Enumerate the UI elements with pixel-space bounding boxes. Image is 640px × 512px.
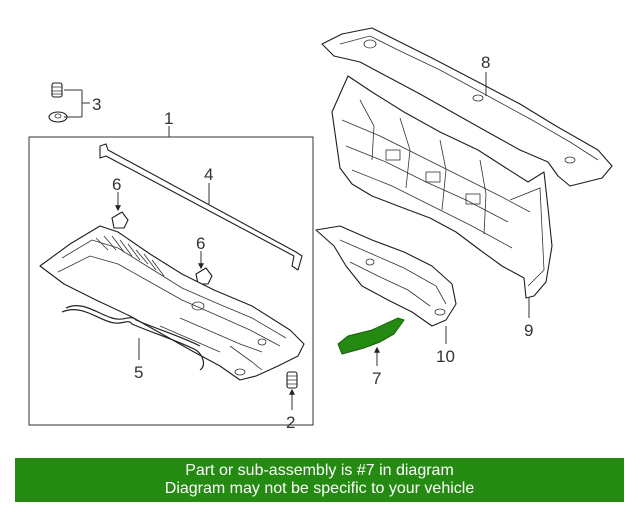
callout-6a: 6 [112, 175, 121, 194]
part-6-clip-a[interactable] [111, 211, 129, 229]
part-9-dash-panel[interactable] [331, 75, 553, 299]
callout-5: 5 [134, 363, 143, 382]
callout-7: 7 [372, 369, 381, 388]
banner-line-2: Diagram may not be specific to your vehi… [164, 480, 475, 497]
callout-8: 8 [481, 53, 490, 72]
callout-1: 1 [164, 109, 173, 128]
parts-diagram: 1 2 3 4 5 6 6 7 8 9 10 [28, 27, 613, 432]
cowl-cover [39, 225, 305, 381]
info-banner: Part or sub-assembly is #7 in diagram Di… [15, 458, 624, 502]
part-5-seal[interactable] [61, 305, 205, 371]
callout-6b: 6 [196, 234, 205, 253]
part-2-bolt[interactable] [286, 371, 298, 389]
banner-line-1: Part or sub-assembly is #7 in diagram [185, 462, 454, 479]
callout-10: 10 [436, 347, 455, 366]
part-7-reinforcement[interactable] [337, 317, 405, 355]
callout-9: 9 [524, 321, 533, 340]
part-3-bolt[interactable] [48, 82, 90, 123]
callout-3: 3 [92, 95, 101, 114]
part-10-bracket[interactable] [315, 225, 457, 327]
callout-4: 4 [204, 165, 213, 184]
callout-2: 2 [286, 413, 295, 432]
part-8-upper-panel[interactable] [321, 27, 613, 187]
part-4-strip[interactable] [99, 143, 303, 271]
